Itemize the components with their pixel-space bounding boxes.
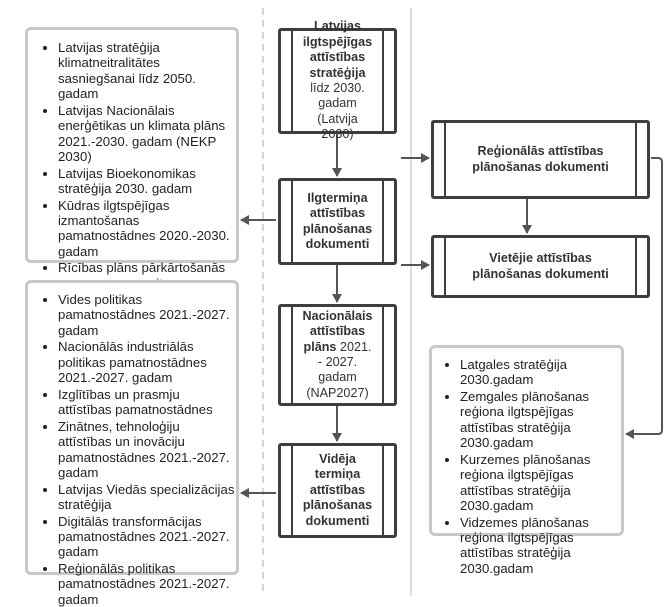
list-item: Latvijas stratēģija klimatneitralitātes … <box>58 40 236 102</box>
list-item: Vides politikas pamatnostādnes 2021.-202… <box>58 292 236 338</box>
list-item: Latgales stratēģija 2030.gadam <box>460 357 621 388</box>
list-item: Kurzemes plānošanas reģiona ilgtspējīgas… <box>460 452 621 514</box>
box-title: Vidēja termiņa attīstības plānošanas dok… <box>302 451 373 528</box>
sustainable-strategy-box: Latvijas ilgtspējīgas attīstības stratēģ… <box>278 19 397 141</box>
list-item: Digitālās transformācijas pamatnostādnes… <box>58 514 236 560</box>
bottom-left-list-box: Vides politikas pamatnostādnes 2021.-202… <box>25 280 239 607</box>
box-title: Ilgtermiņa attīstības plānošanas dokumen… <box>302 190 373 251</box>
list-item: Kūdras ilgtspējīgas izmantošanas pamatno… <box>58 198 236 260</box>
mid-term-planning-box: Vidēja termiņa attīstības plānošanas dok… <box>278 443 397 538</box>
top-left-list-box: Latvijas stratēģija klimatneitralitātes … <box>25 27 239 322</box>
regional-planning-box: Reģionālās attīstības plānošanas dokumen… <box>431 120 650 199</box>
regional-strategies-list-box: Latgales stratēģija 2030.gadam Zemgales … <box>429 345 624 576</box>
nap-box: Nacionālais attīstības plāns 2021. - 202… <box>278 304 397 406</box>
local-planning-box: Vietējie attīstības plānošanas dokumenti <box>431 235 650 298</box>
list-item: Nacionālās industriālās politikas pamatn… <box>58 339 236 385</box>
list-item: Zemgales plānošanas reģiona ilgtspējīgas… <box>460 389 621 451</box>
bottom-left-list: Vides politikas pamatnostādnes 2021.-202… <box>28 292 236 607</box>
box-subtitle: līdz 2030. gadam (Latvija 2030) <box>310 81 365 142</box>
regional-strategies-list: Latgales stratēģija 2030.gadam Zemgales … <box>432 357 621 576</box>
list-item: Latvijas Viedās specializācijas stratēģi… <box>58 482 236 513</box>
box-title: Nacionālais attīstības plāns <box>302 308 373 354</box>
arrow-regional-to-right-list <box>625 157 663 439</box>
list-item: Izglītības un prasmju attīstības pamatno… <box>58 387 236 418</box>
list-item: Zinātnes, tehnoloģiju attīstības un inov… <box>58 419 236 481</box>
box-title: Vietējie attīstības plānošanas dokumenti <box>472 251 609 281</box>
list-item: Latvijas Bioekonomikas stratēģija 2030. … <box>58 166 236 197</box>
list-item: Latvijas Nacionālais enerģētikas un klim… <box>58 103 236 165</box>
box-title: Latvijas ilgtspējīgas attīstības stratēģ… <box>302 19 373 80</box>
box-title: Reģionālās attīstības plānošanas dokumen… <box>472 144 609 174</box>
list-item: Vidzemes plānošanas reģiona ilgtspējīgas… <box>460 515 621 577</box>
long-term-planning-box: Ilgtermiņa attīstības plānošanas dokumen… <box>278 178 397 265</box>
list-item: Reģionālās politikas pamatnostādnes 2021… <box>58 561 236 607</box>
box-subtitle: 2021. - 2027. gadam (NAP2027) <box>306 339 372 400</box>
